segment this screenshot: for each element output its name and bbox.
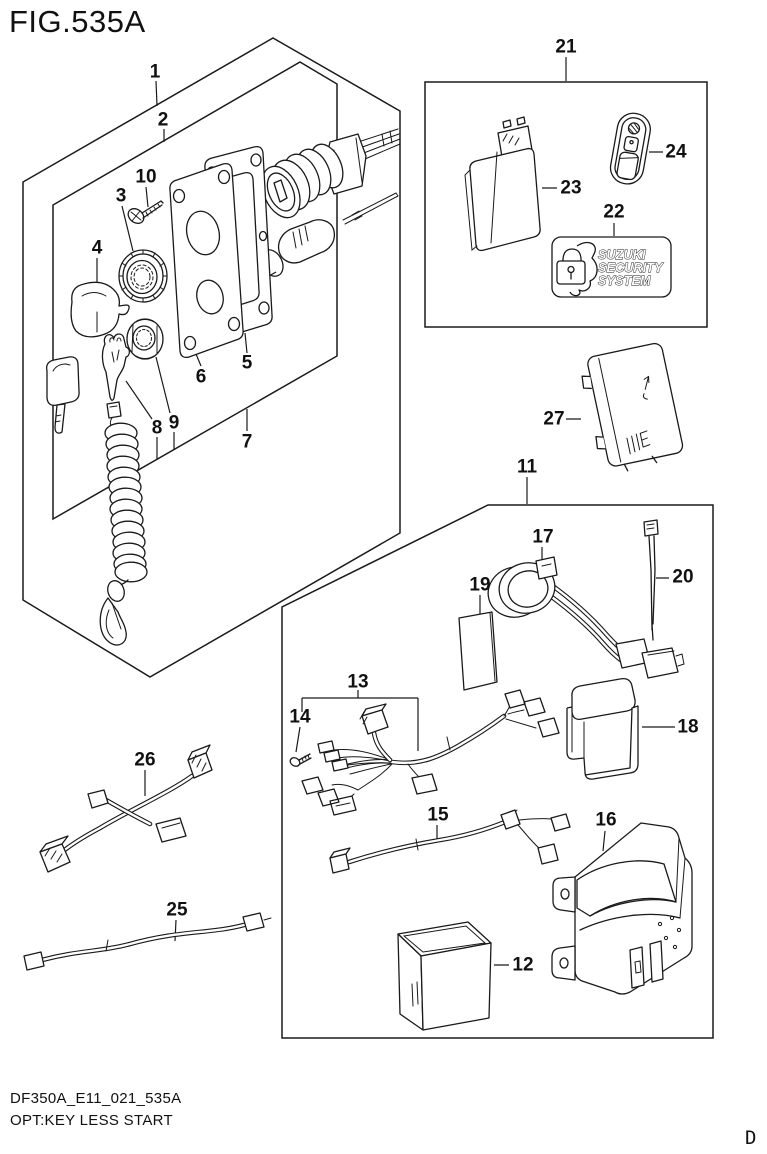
callout-27: 27 bbox=[543, 409, 564, 430]
switch-cap bbox=[70, 281, 130, 338]
sub-harness bbox=[329, 809, 571, 874]
callout-16: 16 bbox=[595, 810, 616, 831]
callout-24: 24 bbox=[665, 142, 687, 163]
main-harness bbox=[301, 689, 560, 816]
callout-10: 10 bbox=[135, 167, 156, 188]
hex-nut bbox=[126, 318, 164, 360]
ignition-switch-wires bbox=[351, 128, 401, 163]
drawing-code: DF350A_E11_021_535A bbox=[10, 1090, 181, 1107]
callout-19: 19 bbox=[469, 575, 490, 596]
callout-2: 2 bbox=[158, 110, 169, 131]
harness-kit-box bbox=[281, 504, 714, 1039]
callout-14: 14 bbox=[289, 707, 311, 728]
tapping-screw bbox=[127, 200, 164, 224]
lanyard-hook bbox=[99, 580, 127, 646]
callout-13: 13 bbox=[347, 672, 368, 693]
callout-17: 17 bbox=[532, 527, 553, 548]
adapter-harness bbox=[39, 744, 213, 873]
callout-4: 4 bbox=[92, 238, 103, 259]
security-decal-line3: SYSTEM bbox=[598, 274, 651, 288]
ignition-key bbox=[46, 356, 80, 434]
keyless-control-module bbox=[581, 342, 684, 472]
callout-26: 26 bbox=[134, 750, 155, 771]
key-switch-assembly-box bbox=[22, 37, 401, 678]
switch-panel-box bbox=[52, 61, 338, 521]
callout-22: 22 bbox=[603, 202, 624, 223]
immobilizer-module bbox=[464, 116, 541, 252]
ring-nut bbox=[118, 249, 168, 303]
callout-8: 8 bbox=[152, 418, 163, 439]
mounting-bracket bbox=[551, 822, 693, 995]
callout-12: 12 bbox=[512, 955, 533, 976]
antenna-sensor bbox=[487, 556, 685, 679]
ignition-switch bbox=[261, 133, 367, 219]
callout-6: 6 bbox=[196, 367, 207, 388]
drawing-caption: OPT:KEY LESS START bbox=[10, 1112, 173, 1129]
storage-case bbox=[397, 921, 492, 1031]
terminal-screw bbox=[289, 753, 312, 767]
callout-18: 18 bbox=[677, 717, 698, 738]
callout-3: 3 bbox=[116, 186, 127, 207]
security-kit-box bbox=[424, 81, 708, 328]
callout-7: 7 bbox=[242, 432, 253, 453]
relay-box bbox=[566, 678, 639, 780]
callout-15: 15 bbox=[427, 805, 449, 826]
lanyard-clip bbox=[101, 333, 131, 429]
callout-20: 20 bbox=[672, 567, 693, 588]
cushion-pad bbox=[458, 611, 498, 691]
page-letter: D bbox=[745, 1127, 756, 1149]
callout-25: 25 bbox=[166, 900, 188, 921]
mounting-plate bbox=[169, 162, 244, 359]
cable-tie bbox=[643, 519, 659, 641]
callout-11: 11 bbox=[517, 457, 538, 478]
figure-title: FIG.535A bbox=[9, 4, 146, 39]
security-decal: SUZUKI SECURITY SYSTEM bbox=[551, 236, 672, 298]
security-decal-line2: SECURITY bbox=[598, 261, 664, 275]
callout-9: 9 bbox=[169, 413, 180, 434]
callout-21: 21 bbox=[555, 37, 577, 58]
security-decal-line1: SUZUKI bbox=[598, 248, 646, 262]
remote-key-fob bbox=[609, 112, 651, 185]
callout-23: 23 bbox=[560, 178, 581, 199]
callout-1: 1 bbox=[150, 62, 161, 83]
callout-5: 5 bbox=[242, 353, 253, 374]
lanyard-coil bbox=[104, 422, 148, 586]
single-wire bbox=[23, 912, 272, 971]
leader-lines bbox=[96, 57, 675, 966]
